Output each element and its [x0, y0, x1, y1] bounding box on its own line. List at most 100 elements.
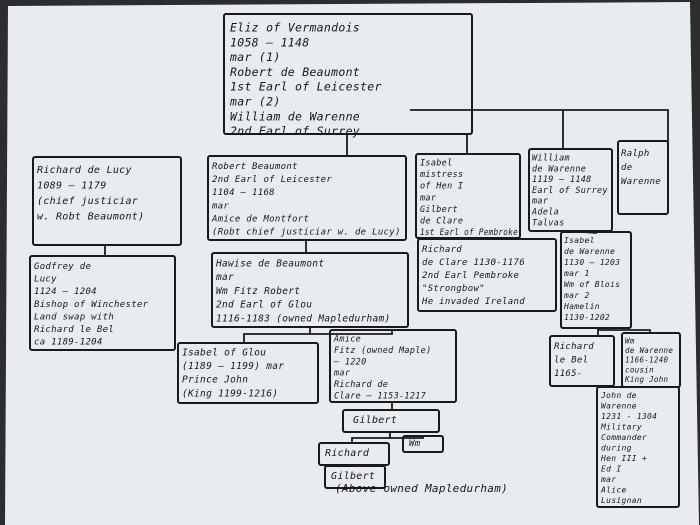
person-line: Wm: [625, 337, 635, 346]
person-line: He invaded Ireland: [421, 297, 525, 307]
person-line: 1089 — 1179: [37, 181, 107, 192]
person-line: Earl of Surrey: [532, 186, 608, 196]
person-box-isabel-of-glou: [177, 342, 319, 404]
person-line: 1165-: [554, 369, 583, 379]
person-line: Clare — 1153-1217: [334, 392, 427, 402]
person-line: Alice: [600, 486, 627, 495]
person-line: Talvas: [532, 218, 565, 228]
person-line: Wm: [409, 439, 421, 449]
person-line: mar (2): [229, 95, 281, 109]
person-line: Richard: [422, 245, 462, 255]
person-line: (Robt chief justiciar w. de Lucy): [212, 228, 401, 238]
person-line: John de: [600, 391, 637, 400]
person-line: 1st Earl of Pembroke: [420, 228, 518, 238]
person-line: mar 1: [563, 269, 590, 278]
person-line: mar: [215, 272, 234, 283]
person-box-isabel-de-warenne: [560, 231, 632, 329]
person-line: during: [601, 444, 632, 453]
person-line: Lusignan: [601, 496, 642, 505]
person-line: Adela: [531, 208, 559, 218]
person-line: Ed I: [601, 465, 621, 474]
person-line: 1st Earl of Leicester: [230, 80, 382, 94]
person-line: 2nd Earl Pembroke: [422, 271, 519, 281]
person-line: 1130 — 1203: [564, 258, 620, 267]
person-line: Richard: [325, 448, 370, 459]
person-line: Amice: [333, 335, 361, 345]
person-line: Amice de Montfort: [211, 214, 309, 224]
person-line: mar: [531, 197, 549, 207]
person-line: Land swap with: [34, 312, 114, 322]
connector-line: [310, 330, 393, 335]
person-line: de Warenne: [625, 346, 673, 355]
person-line: de: [621, 163, 632, 173]
person-line: Robert Beaumont: [212, 162, 298, 172]
person-line: Commander: [601, 433, 647, 442]
person-line: 1231 - 1304: [601, 412, 657, 421]
person-line: Isabel: [564, 236, 595, 245]
person-line: w. Robt Beaumont): [37, 212, 144, 223]
person-line: de Clare 1130-1176: [422, 258, 525, 268]
person-line: 2nd Earl of Glou: [216, 300, 312, 311]
person-line: 1104 — 1168: [212, 188, 275, 198]
person-line: Isabel of Glou: [182, 348, 266, 359]
person-line: de Clare: [420, 217, 463, 227]
person-line: Richard: [554, 342, 594, 352]
person-line: — 1220: [333, 357, 367, 367]
connector-line: [243, 327, 311, 343]
person-line: Robert de Beaumont: [230, 65, 360, 79]
person-line: William: [532, 154, 570, 164]
person-line: Hen III +: [600, 454, 647, 463]
person-line: de Warenne: [564, 247, 615, 256]
person-line: (1189 — 1199) mar: [182, 361, 284, 372]
person-line: 1058 — 1148: [230, 35, 309, 49]
person-line: mar: [600, 475, 616, 484]
person-box-wm-small: [402, 435, 444, 453]
person-box-strongbow: [417, 238, 557, 312]
person-line: mar 2: [563, 291, 590, 300]
person-line: Richard de Lucy: [37, 165, 132, 176]
person-line: Hamelin: [563, 302, 600, 311]
person-box-richard-le-bel: [549, 335, 615, 387]
person-box-hawise: [211, 252, 409, 328]
person-line: Gilbert: [353, 415, 397, 426]
person-line: Military: [600, 423, 642, 432]
person-box-robert-beaumont: [207, 155, 407, 241]
person-line: 1116-1183 (owned Mapledurham): [216, 313, 391, 324]
person-line: 1130-1202: [564, 313, 610, 322]
person-line: Wm of Blois: [564, 280, 620, 289]
person-line: Warenne: [601, 402, 637, 411]
person-line: Warenne: [621, 177, 661, 187]
person-line: Wm Fitz Robert: [216, 286, 300, 297]
person-line: cousin: [625, 365, 654, 374]
person-box-john-de-warenne: [596, 386, 680, 508]
person-line: King John: [624, 375, 669, 384]
person-line: William de Warenne: [230, 109, 360, 123]
person-line: Richard de: [334, 380, 388, 390]
person-box-amice: [329, 329, 457, 403]
person-line: Prince John: [182, 375, 248, 386]
person-line: Gilbert: [420, 205, 458, 215]
person-line: mar: [419, 193, 437, 203]
person-line: mistress: [419, 170, 463, 180]
person-line: Isabel: [420, 159, 453, 169]
person-line: ca 1189-1204: [34, 338, 103, 348]
person-line: 2nd Earl of Leicester: [212, 175, 332, 185]
person-line: Richard le Bel: [34, 325, 114, 335]
person-box-gilbert-1: [342, 409, 440, 433]
connector-line: [351, 432, 391, 443]
person-box-richard-de-lucy: [32, 156, 182, 246]
person-line: Ralph: [621, 149, 650, 159]
person-box-ralph: [617, 140, 669, 215]
person-line: Eliz of Vermandois: [230, 21, 360, 35]
person-line: (chief justiciar: [37, 196, 138, 207]
person-line: (King 1199-1216): [182, 388, 278, 399]
person-line: de Warenne: [532, 164, 586, 174]
person-line: mar: [333, 369, 351, 379]
person-line: 2nd Earl of Surrey: [230, 124, 360, 138]
person-line: Hawise de Beaumont: [215, 259, 324, 270]
person-line: Godfrey de: [34, 262, 91, 272]
person-box-godfrey-de-lucy: [29, 255, 176, 351]
person-line: mar (1): [229, 50, 281, 64]
